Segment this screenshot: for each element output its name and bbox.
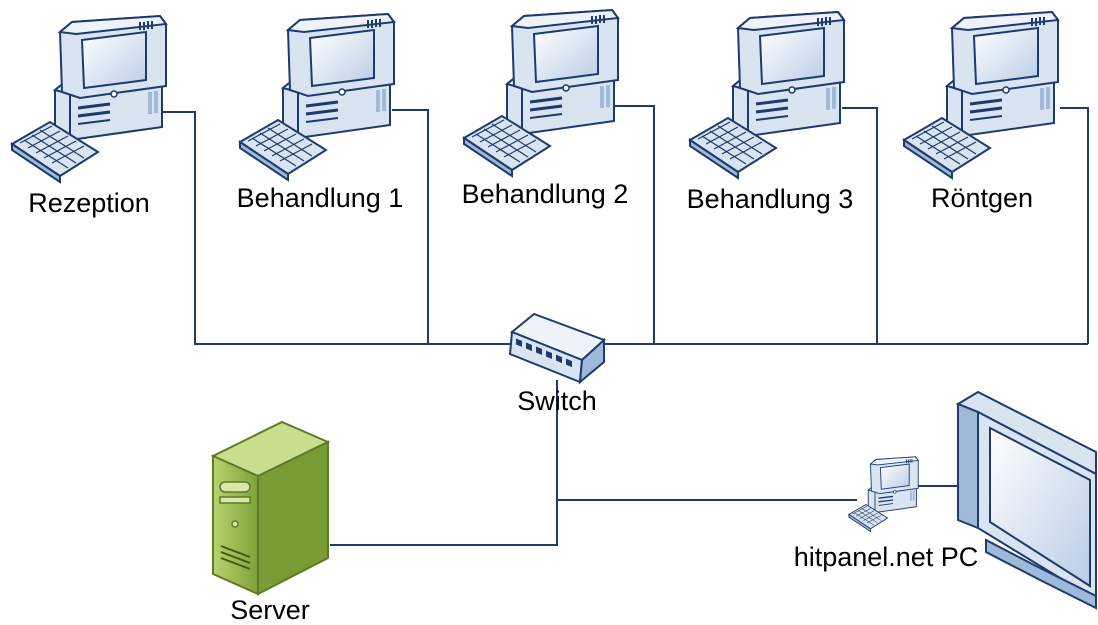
link-treatment-2 [615,105,655,344]
server-icon [210,420,331,596]
connection-lines [163,105,1089,546]
xray-computer-icon [902,10,1060,180]
treatment-2-computer-icon [462,8,620,178]
touch-monitor-icon [955,390,1097,610]
reception-computer-icon [10,14,168,184]
label-reception: Rezeption [28,188,150,218]
treatment-1-computer-icon [238,12,396,182]
link-server [330,500,558,546]
label-server: Server [230,595,310,625]
hitpanel-pc-computer-icon [848,456,919,533]
switch-icon [508,312,606,385]
label-switch: Switch [517,386,597,416]
link-xray [1060,107,1089,344]
label-hitpanel-pc: hitpanel.net PC [793,542,979,572]
link-switch-down [556,380,857,501]
link-reception [163,111,1088,345]
treatment-3-computer-icon [688,10,846,180]
label-treatment-3: Behandlung 3 [686,184,854,214]
label-treatment-2: Behandlung 2 [461,179,629,209]
link-treatment-1 [392,109,429,344]
label-xray: Röntgen [930,183,1034,213]
label-treatment-1: Behandlung 1 [236,183,404,213]
link-treatment-3 [842,107,878,344]
